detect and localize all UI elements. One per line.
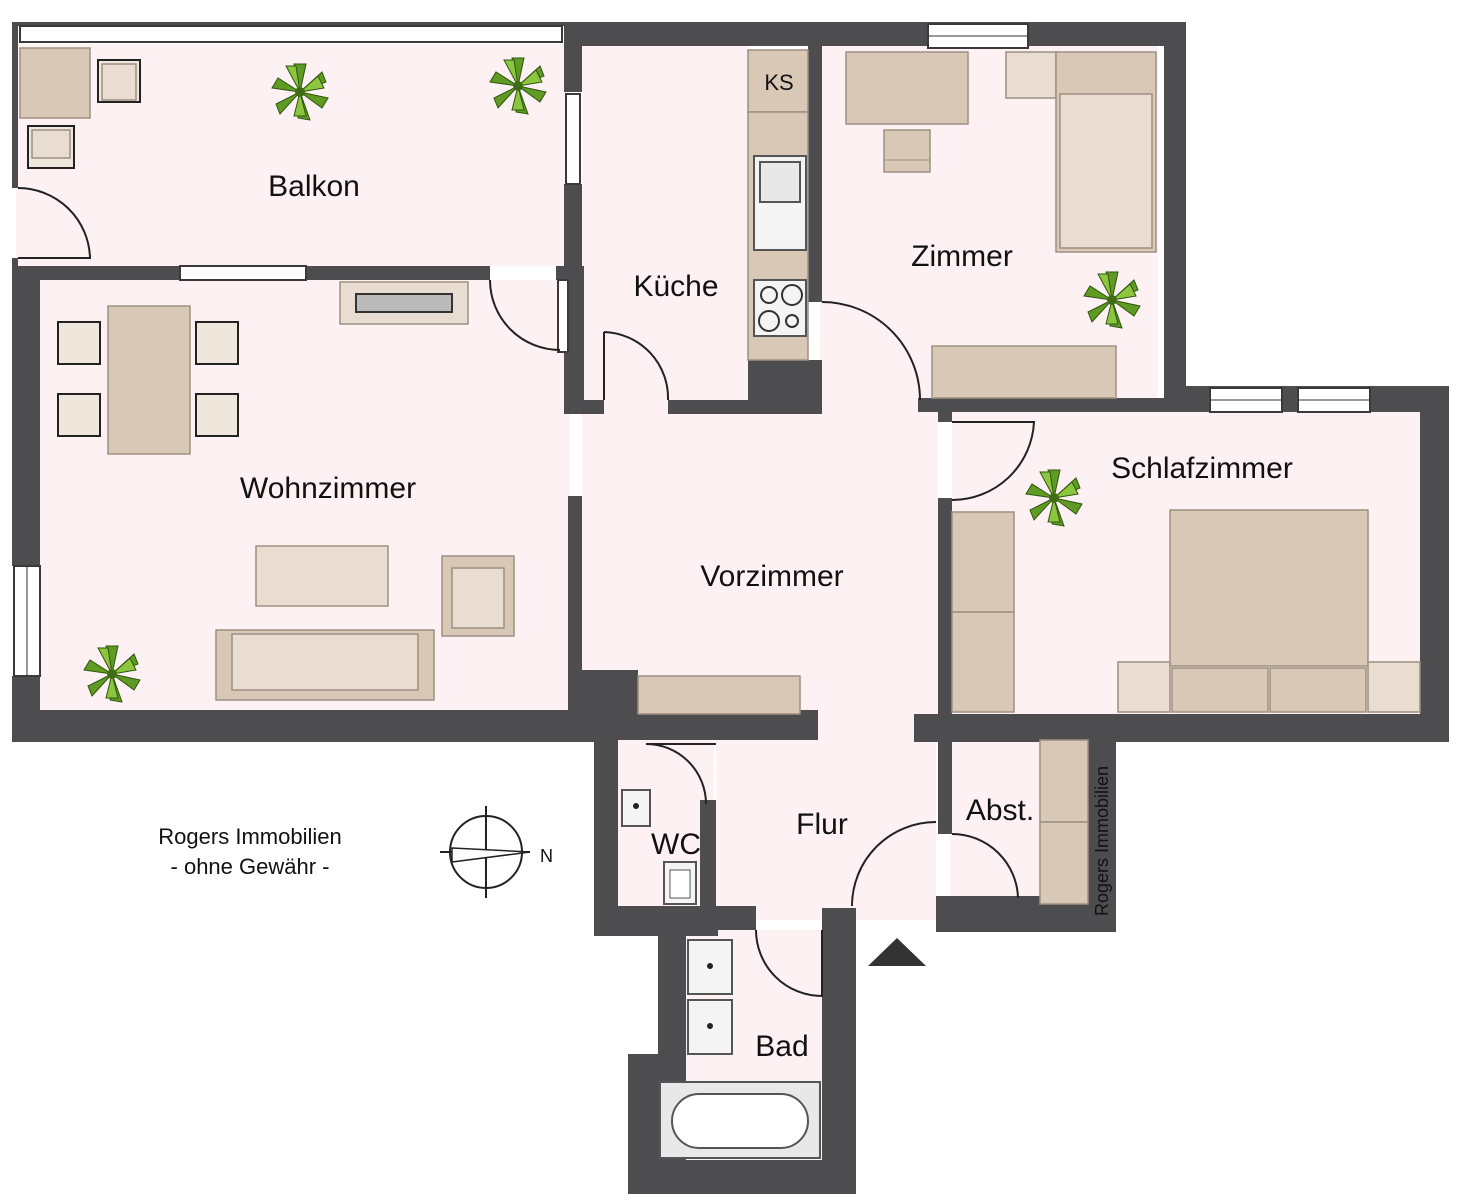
room-label-zimmer: Zimmer — [911, 240, 1013, 273]
room-label-kueche: Küche — [633, 270, 718, 303]
room-label-abst: Abst. — [966, 794, 1034, 827]
doors — [17, 187, 1036, 998]
wohnzimmer-furniture — [57, 281, 515, 703]
room-label-wohnzimmer: Wohnzimmer — [240, 472, 416, 505]
entrance-arrow-icon — [868, 938, 926, 966]
bad-fixtures — [659, 939, 821, 1159]
room-label-wc: WC — [651, 828, 701, 861]
balkon-furniture — [19, 47, 547, 169]
room-label-schlafzimmer: Schlafzimmer — [1111, 452, 1293, 485]
watermark-line1: Rogers Immobilien — [158, 824, 341, 849]
abst-furniture — [1039, 739, 1089, 905]
room-label-bad: Bad — [755, 1030, 808, 1063]
compass-north-label: N — [540, 846, 553, 866]
fixture-label-ks: KS — [764, 70, 793, 95]
room-label-vorzimmer: Vorzimmer — [700, 560, 843, 593]
room-label-flur: Flur — [796, 808, 848, 841]
wc-fixtures — [621, 789, 697, 905]
walls — [12, 22, 1449, 1194]
room-label-balkon: Balkon — [268, 170, 360, 203]
watermark-vertical: Rogers Immobilien — [1092, 766, 1112, 916]
schlafzimmer-furniture — [951, 469, 1421, 713]
kitchen-furniture — [747, 49, 809, 361]
compass-icon — [440, 806, 531, 898]
zimmer-furniture — [845, 51, 1157, 399]
watermark-line2: - ohne Gewähr - — [171, 854, 330, 879]
vorzimmer-furniture — [637, 675, 801, 715]
windows — [13, 23, 1371, 677]
